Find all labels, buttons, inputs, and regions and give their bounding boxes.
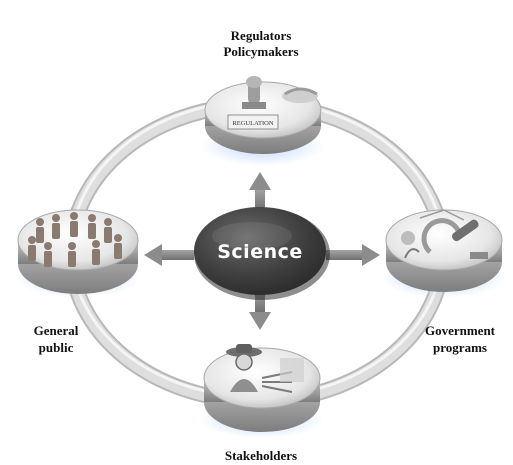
label-stakeholders: Stakeholders [225, 448, 297, 463]
label-programs: programs [433, 340, 487, 355]
label-policymakers: Policymakers [223, 44, 298, 59]
center-label: Science [217, 241, 303, 263]
stamp-label: REGULATION [232, 120, 273, 127]
arrow-down [249, 290, 271, 330]
node-stakeholders [200, 344, 324, 438]
arrow-right [326, 244, 380, 266]
node-government-programs [382, 209, 506, 298]
farmer-icon [226, 344, 304, 393]
arrow-up [249, 172, 271, 210]
regulation-stamp-icon: REGULATION [227, 76, 318, 130]
lab-science-icon [401, 209, 488, 259]
node-regulators: REGULATION [201, 76, 325, 166]
label-government: Government [425, 323, 496, 338]
node-general-public [16, 209, 140, 298]
arrow-left [144, 244, 194, 266]
label-public: public [39, 340, 74, 355]
center-node: Science [194, 207, 330, 300]
label-regulators: Regulators [231, 28, 292, 43]
crowd-icon [28, 212, 122, 267]
label-general: General [34, 323, 79, 338]
